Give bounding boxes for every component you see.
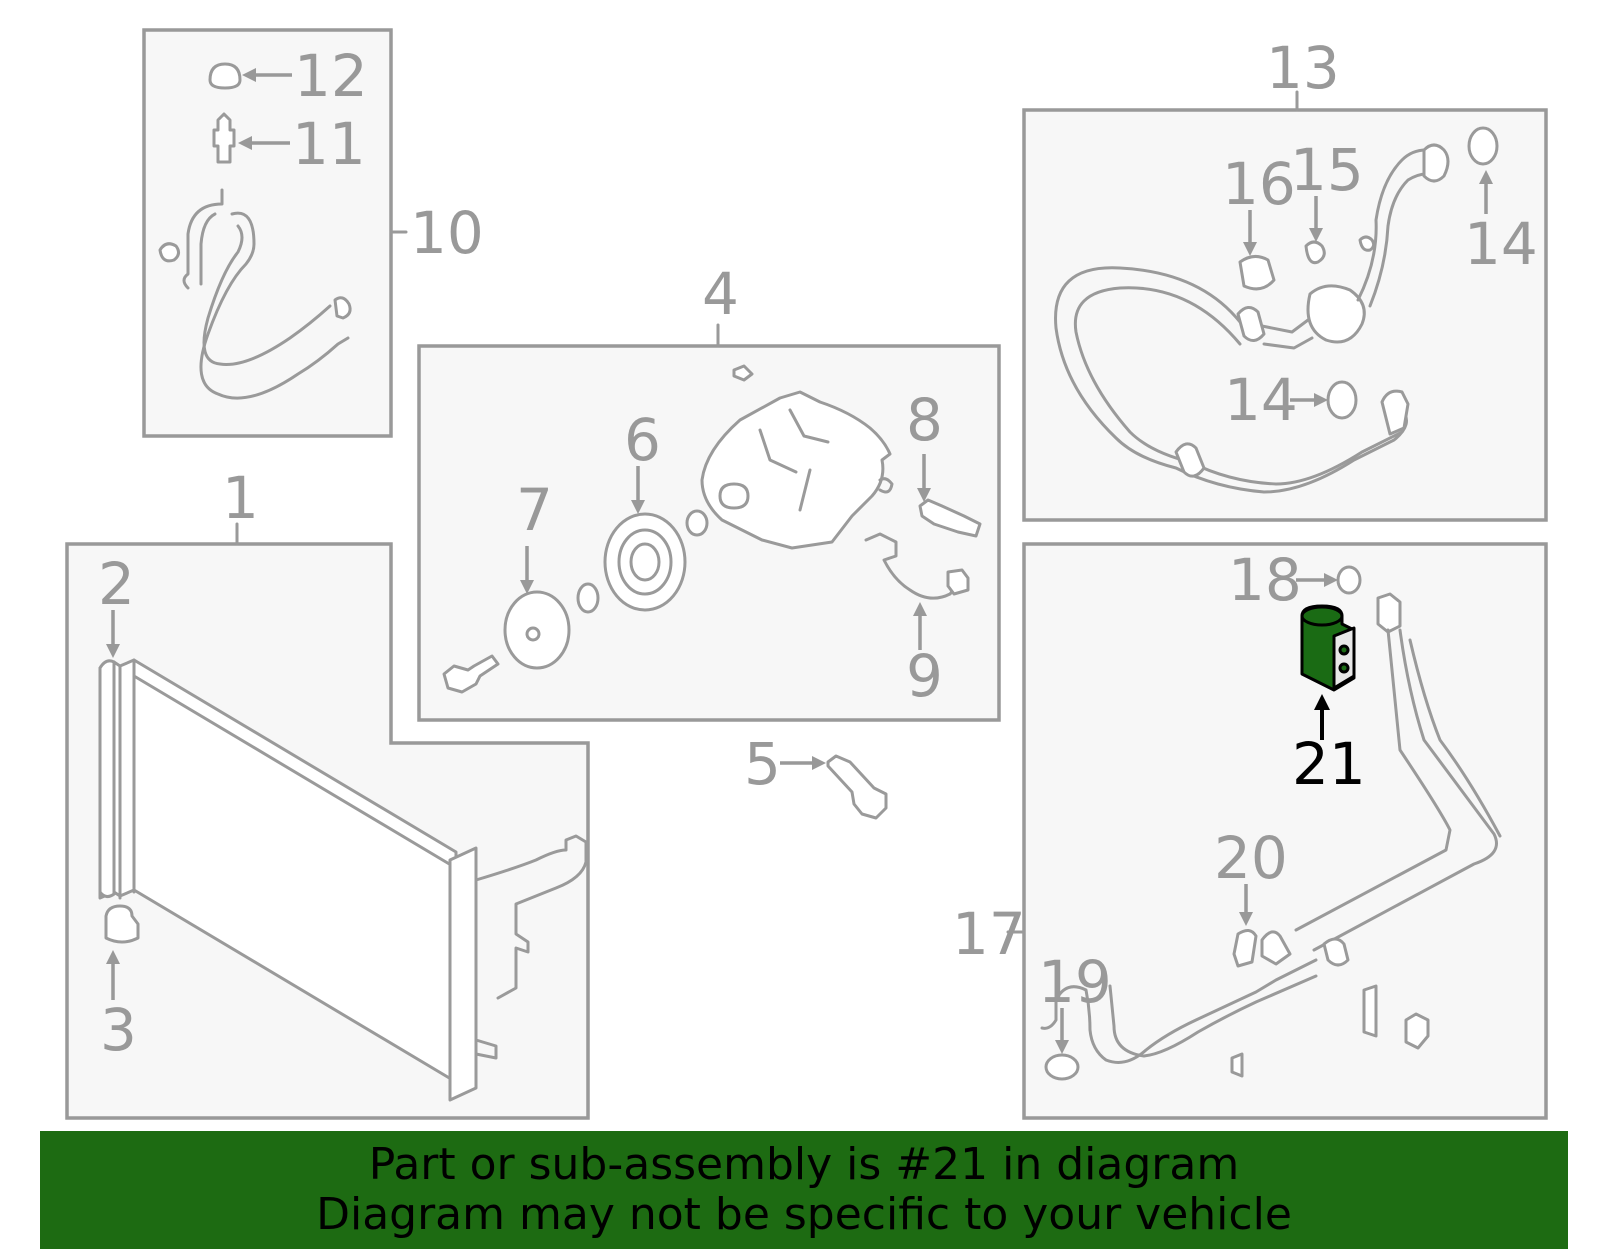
arrow-19 [1055,1008,1069,1054]
callout-7: 7 [516,476,553,544]
part-12-nut [208,62,242,90]
arrow-14-mid [1290,393,1328,407]
part-2-tank [98,659,116,899]
callout-9: 9 [906,642,943,710]
part-10-hose [158,188,352,400]
part-21-expansion-valve[interactable] [1300,604,1356,692]
arrow-12 [242,68,292,82]
arrow-2 [106,610,120,658]
callout-12: 12 [294,42,368,110]
arrow-14-top [1479,170,1493,214]
callout-20: 20 [1214,824,1288,892]
callout-6: 6 [624,406,661,474]
arrow-18 [1296,573,1338,587]
banner-line-2: Diagram may not be specific to your vehi… [316,1189,1292,1240]
arrow-3 [106,950,120,1000]
info-banner: Part or sub-assembly is #21 in diagram D… [40,1131,1568,1249]
part-18-oring [1336,565,1362,595]
callout-5: 5 [744,730,781,798]
part-17-line [1040,592,1502,1078]
arrow-9 [913,602,927,650]
part-6-bearing [685,509,709,537]
callout-2: 2 [98,550,135,618]
callout-13: 13 [1266,34,1340,102]
arrow-5 [780,756,826,770]
part-11-valve [212,112,236,164]
callout-21: 21 [1292,730,1366,798]
callout-15: 15 [1290,136,1364,204]
callout-14-top: 14 [1464,210,1538,278]
part-3-mount [104,904,140,944]
callout-18: 18 [1228,546,1302,614]
part-9-harness [864,532,970,600]
part-6-pulley [603,512,687,612]
part-7-bolt [442,654,500,694]
callout-1: 1 [222,464,259,532]
part-13-hose [1054,143,1450,494]
callout-4: 4 [702,260,739,328]
part-7-clutch [503,582,600,670]
arrow-7 [520,546,534,594]
callout-14-mid: 14 [1224,366,1298,434]
group-box-17 [1022,542,1548,1120]
part-14-oring-top [1467,126,1499,166]
part-19-oring [1044,1053,1080,1081]
part-16-cap [1238,255,1276,291]
arrow-15 [1309,196,1323,242]
callout-8: 8 [906,386,943,454]
group-box-10 [142,28,393,438]
part-14-oring-mid [1326,380,1358,420]
callout-17: 17 [952,900,1026,968]
arrow-11 [238,136,290,150]
callout-16: 16 [1222,150,1296,218]
callout-19: 19 [1038,948,1112,1016]
callout-11: 11 [292,110,366,178]
part-20-cap [1232,929,1258,968]
group-box-13 [1022,108,1548,522]
arrow-6 [631,466,645,514]
arrow-21 [1314,694,1330,740]
banner-line-1: Part or sub-assembly is #21 in diagram [368,1139,1240,1190]
callout-3: 3 [100,996,137,1064]
arrow-20 [1239,884,1253,926]
callout-10: 10 [410,199,484,267]
arrow-16 [1243,210,1257,256]
part-4-compressor [700,364,894,550]
part-5-bolt [826,754,888,820]
arrow-8 [917,454,931,502]
part-8-switch [918,498,982,538]
